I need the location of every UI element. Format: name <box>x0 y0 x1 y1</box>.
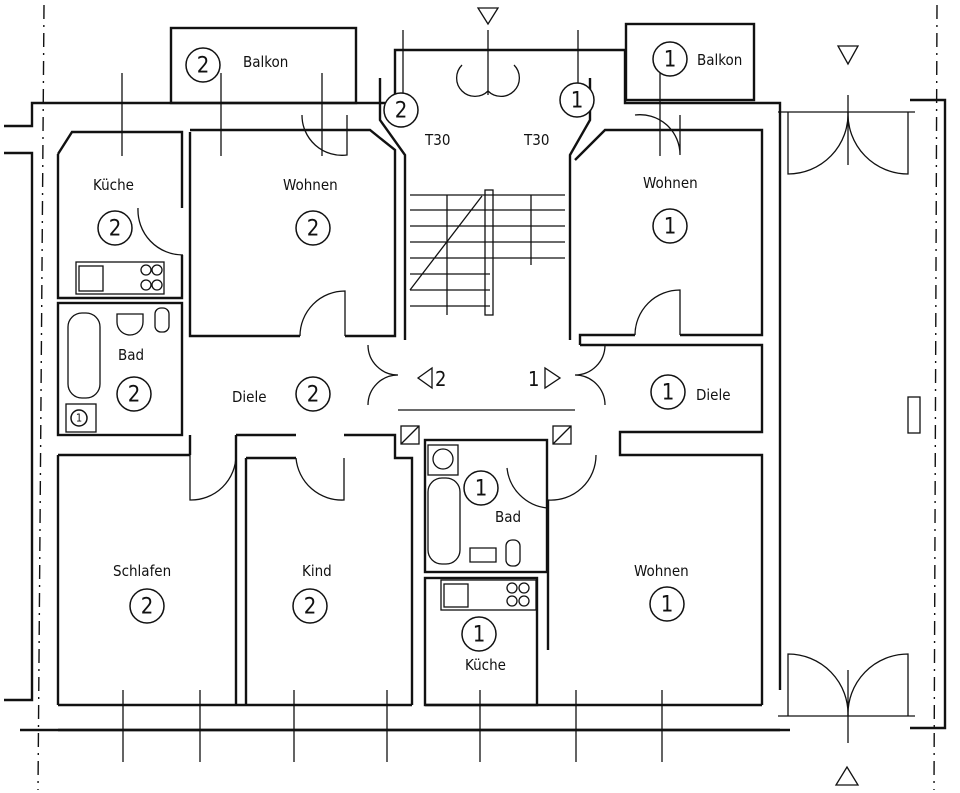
outer-walls <box>4 48 947 732</box>
shaft-left: 2 T30 <box>383 92 450 149</box>
svg-text:2: 2 <box>395 99 408 124</box>
room-balkon-2: 2 Balkon <box>185 47 288 83</box>
bath-unit-2-fixtures <box>65 307 170 433</box>
room-label: Schlafen <box>113 562 171 580</box>
window-axes <box>121 30 849 762</box>
svg-text:1: 1 <box>528 367 539 391</box>
balcony-unit-1 <box>624 22 756 102</box>
fire-door-label: T30 <box>424 131 450 149</box>
fire-door-label: T30 <box>523 131 549 149</box>
entrance-triangle-top-right <box>836 45 860 66</box>
room-label: Wohnen <box>283 176 338 194</box>
room-label: Wohnen <box>634 562 689 580</box>
room-wohnen-2: Wohnen 2 <box>283 176 338 246</box>
room-bad-1: 1 Bad <box>463 470 521 526</box>
room-kueche-1: 1 Küche <box>461 616 506 674</box>
unit-number: 2 <box>109 217 122 242</box>
room-label: Diele <box>232 388 267 406</box>
room-wohnen-1a: Wohnen 1 <box>643 174 698 244</box>
bath-unit-1-fixtures <box>427 444 521 567</box>
room-wohnen-1b: Wohnen 1 <box>634 562 689 622</box>
entrance-triangle-top <box>476 7 500 26</box>
unit-number: 2 <box>128 383 141 408</box>
unit-number: 1 <box>473 623 486 648</box>
room-kind-2: Kind 2 <box>292 562 332 624</box>
unit-number: 2 <box>304 595 317 620</box>
room-kueche-2: Küche 2 <box>93 176 134 246</box>
shaft-right: 1 T30 <box>523 82 595 149</box>
unit-number: 1 <box>664 48 677 73</box>
kitchen-unit-2-fixtures <box>75 261 165 295</box>
room-label: Bad <box>495 508 521 526</box>
room-label: Bad <box>118 346 144 364</box>
unit-number: 2 <box>307 383 320 408</box>
entrance-triangle-bottom-right <box>834 765 860 786</box>
unit-number: 1 <box>664 215 677 240</box>
room-label: Balkon <box>243 53 288 71</box>
room-schlafen-2: Schlafen 2 <box>113 562 171 624</box>
room-diele-2: Diele 2 <box>232 376 331 412</box>
room-label: Küche <box>465 656 506 674</box>
room-label: Küche <box>93 176 134 194</box>
svg-text:1: 1 <box>76 412 82 425</box>
axis-line-left <box>37 4 45 791</box>
room-balkon-1: 1 Balkon <box>652 41 742 77</box>
unit-number: 1 <box>475 477 488 502</box>
interior-walls-unit-1 <box>423 128 764 707</box>
svg-text:1: 1 <box>571 89 584 114</box>
wc-marker: 1 <box>70 409 88 427</box>
svg-text:2: 2 <box>435 367 446 391</box>
axis-line-right <box>933 4 938 791</box>
unit-number: 1 <box>662 381 675 406</box>
room-diele-1: 1 Diele <box>650 374 731 410</box>
room-label: Wohnen <box>643 174 698 192</box>
stair-marker-left: 2 <box>416 366 446 391</box>
room-label: Balkon <box>697 51 742 69</box>
kitchen-unit-1-fixtures <box>440 579 537 611</box>
balcony-unit-2 <box>169 26 358 105</box>
unit-number: 2 <box>141 595 154 620</box>
unit-number: 2 <box>307 217 320 242</box>
unit-number: 2 <box>197 54 210 79</box>
room-label: Diele <box>696 386 731 404</box>
room-label: Kind <box>302 562 332 580</box>
stair-core <box>378 78 592 445</box>
stair-marker-right: 1 <box>528 366 562 391</box>
interior-walls-unit-2 <box>56 128 414 707</box>
room-bad-2: Bad 2 <box>116 346 152 412</box>
unit-number: 1 <box>661 593 674 618</box>
